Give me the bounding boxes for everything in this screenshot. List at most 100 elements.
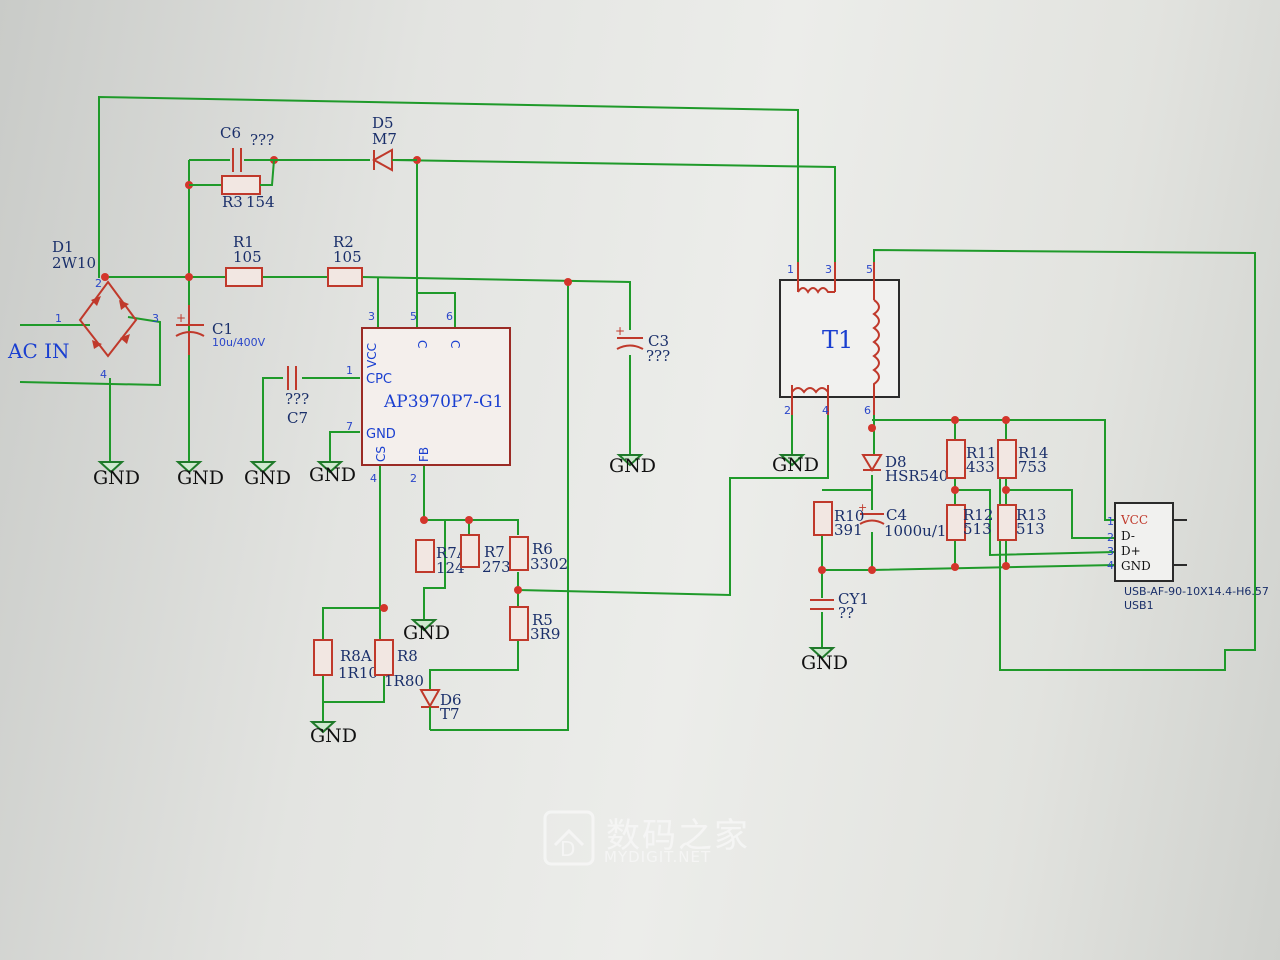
svg-text:GND: GND [366, 427, 396, 442]
junction [818, 566, 826, 574]
svg-text:GND: GND [93, 467, 140, 489]
svg-text:CS: CS [374, 446, 388, 462]
wire-r8-bottom [323, 675, 385, 703]
d6-value: T7 [440, 705, 460, 723]
wire-r7a-r7 [423, 520, 446, 620]
svg-text:CPC: CPC [366, 372, 392, 387]
d1-value: 2W10 [52, 254, 96, 272]
r7a-value: 124 [436, 559, 465, 577]
wire-dminus [1006, 489, 1115, 539]
wire-r5-d6 [429, 640, 519, 690]
wire-dplus [955, 489, 1116, 557]
svg-text:D-: D- [1121, 529, 1135, 543]
svg-text:+: + [858, 501, 867, 514]
r2-value: 105 [333, 248, 362, 266]
gnd-symbol: GND [93, 461, 140, 489]
diode-d5: D5 M7 [274, 114, 417, 172]
svg-text:+: + [176, 311, 186, 325]
watermark-logo: D [543, 810, 595, 866]
svg-text:3: 3 [368, 310, 375, 323]
c1-ref: C1 [212, 320, 233, 338]
junction [951, 416, 959, 424]
svg-text:3: 3 [1107, 545, 1114, 558]
ic-name: AP3970P7-G1 [383, 392, 503, 412]
svg-text:GND: GND [310, 725, 357, 747]
d5-value: M7 [372, 130, 397, 148]
svg-text:3: 3 [825, 263, 832, 276]
svg-text:C: C [448, 340, 462, 348]
cy1-ref: CY1 [838, 590, 869, 608]
resistor-r7: R7 273 [460, 534, 511, 576]
svg-text:4: 4 [100, 368, 107, 381]
junction [1002, 416, 1010, 424]
capacitor-c6: C6 ??? [189, 124, 274, 172]
svg-text:VCC: VCC [1120, 513, 1148, 527]
resistor-r6: R6 3302 [509, 536, 568, 573]
svg-text:6: 6 [864, 404, 871, 417]
wires [19, 95, 1256, 731]
gnd-symbol: GND [801, 647, 848, 674]
r8a-ref: R8A [340, 647, 372, 665]
svg-text:GND: GND [1121, 559, 1151, 573]
bridge-rectifier-d1: D1 2W10 2 1 3 4 AC IN [7, 238, 159, 381]
r7a-ref: R7A [436, 544, 468, 562]
r8-ref: R8 [397, 647, 418, 665]
junction [465, 516, 473, 524]
gnd-symbol: GND [609, 454, 656, 477]
junction [420, 516, 428, 524]
wire-r8a-top [322, 607, 384, 640]
r8a-value: 1R10 [338, 664, 378, 682]
r12-ref: R12 [963, 506, 993, 524]
ic-ap3970: AP3970P7-G1 VCC C C CPC GND CS FB 3 5 6 … [346, 310, 511, 485]
junction [951, 486, 959, 494]
resistor-r2: R2 105 [327, 233, 363, 287]
svg-text:2: 2 [1107, 531, 1114, 544]
gnd-symbol: GND [772, 454, 819, 476]
wire-ic-gnd [329, 431, 360, 462]
resistor-r3: R3 154 [189, 159, 275, 211]
diode-d8: D8 HSR540 [861, 453, 948, 485]
resistor-r13: R13 513 [997, 504, 1046, 541]
c4-ref: C4 [886, 506, 907, 524]
resistor-r10: R10 391 [813, 501, 864, 539]
resistor-r1: R1 105 [225, 233, 263, 287]
usb-ref: USB1 [1124, 599, 1154, 612]
wire-gnd-rail [821, 535, 1116, 571]
capacitor-cy1: CY1 ?? [810, 590, 869, 622]
r14-ref: R14 [1018, 444, 1048, 462]
r6-value: 3302 [530, 555, 568, 573]
svg-text:1: 1 [55, 312, 62, 325]
svg-text:3: 3 [152, 312, 159, 325]
r8-value: 1R80 [384, 672, 424, 690]
svg-text:4: 4 [370, 472, 377, 485]
wire-c7-left [262, 377, 283, 462]
r5-value: 3R9 [530, 625, 560, 643]
gnd-symbol: GND [244, 461, 291, 489]
r3-ref: R3 [222, 193, 243, 211]
junction [868, 424, 876, 432]
resistor-r14: R14 753 [997, 439, 1048, 479]
resistor-r8: R8 1R80 [374, 639, 424, 690]
svg-text:2: 2 [95, 277, 102, 290]
r11-ref: R11 [966, 444, 996, 462]
junction [101, 273, 109, 281]
resistor-r5: R5 3R9 [509, 606, 560, 643]
c6-value: ??? [250, 131, 274, 149]
resistor-r8a: R8A 1R10 [313, 639, 378, 682]
svg-text:4: 4 [1107, 559, 1114, 572]
svg-text:FB: FB [417, 447, 431, 462]
r13-value: 513 [1016, 520, 1045, 538]
capacitor-c7: ??? C7 [285, 366, 309, 427]
capacitor-c3: + C3 ??? [615, 324, 670, 365]
wire-top-loop [98, 95, 799, 278]
c6-ref: C6 [220, 124, 241, 142]
svg-text:C: C [415, 340, 429, 348]
junction [514, 586, 522, 594]
junctions [101, 156, 1010, 612]
wire-vout [872, 419, 1115, 521]
wire-rail-3 [361, 276, 631, 330]
junction [1002, 486, 1010, 494]
wire-d5-to-t1-3 [391, 159, 836, 262]
